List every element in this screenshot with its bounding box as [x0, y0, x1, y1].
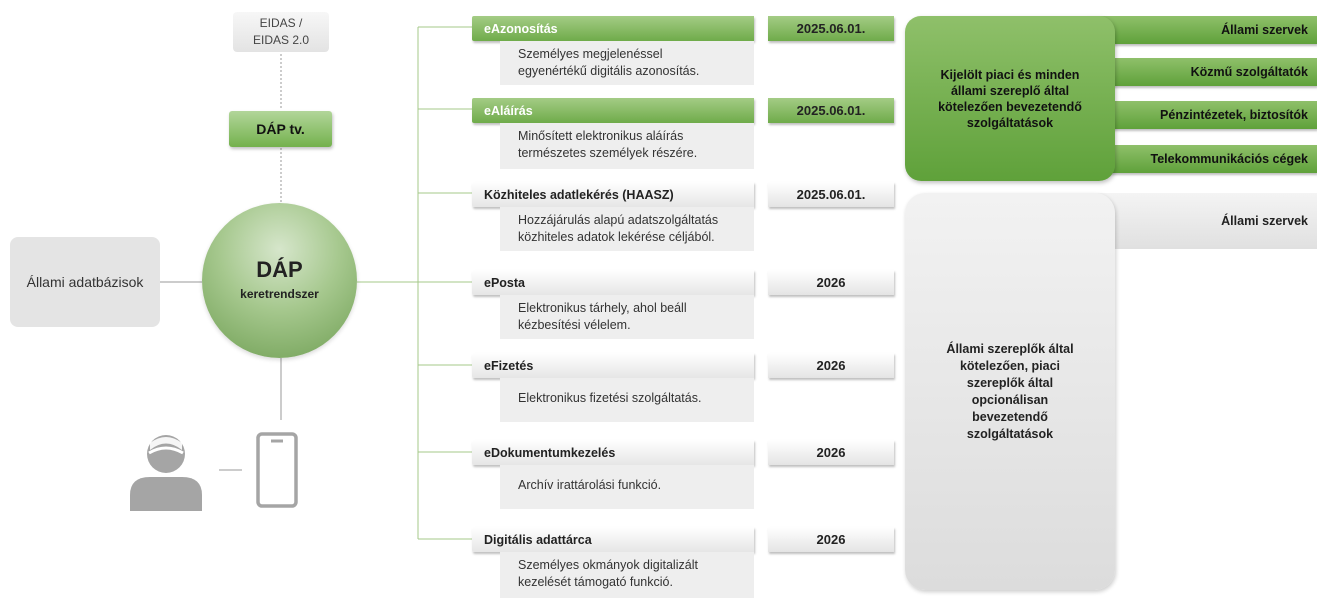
dap-law-box: DÁP tv. — [229, 111, 332, 147]
service-description: Személyes megjelenéssel egyenértékű digi… — [500, 41, 754, 85]
optional-services-box: Állami szereplők által kötelezően, piaci… — [905, 193, 1115, 590]
tag-allami-szervek-green: Állami szervek — [1085, 16, 1317, 44]
tag-allami-szervek-grey: Állami szervek — [1085, 193, 1317, 249]
service-date: 2026 — [768, 440, 894, 465]
service-description: Elektronikus fizetési szolgáltatás. — [500, 378, 754, 422]
service-title: ePosta — [472, 270, 754, 295]
service-title: eAláírás — [472, 98, 754, 123]
service-date: 2026 — [768, 527, 894, 552]
service-date: 2026 — [768, 353, 894, 378]
service-date: 2026 — [768, 270, 894, 295]
service-description: Személyes okmányok digitalizált kezelésé… — [500, 552, 754, 598]
dap-framework-circle: DÁP keretrendszer — [202, 203, 357, 358]
person-icon — [130, 435, 202, 511]
service-title: eAzonosítás — [472, 16, 754, 41]
service-date: 2025.06.01. — [768, 182, 894, 207]
service-date: 2025.06.01. — [768, 98, 894, 123]
state-database-box: Állami adatbázisok — [10, 237, 160, 327]
service-description: Elektronikus tárhely, ahol beáll kézbesí… — [500, 295, 754, 339]
mandatory-services-box: Kijelölt piaci és minden állami szereplő… — [905, 16, 1115, 181]
service-title: eDokumentumkezelés — [472, 440, 754, 465]
service-date: 2025.06.01. — [768, 16, 894, 41]
tag-telekommunikacios-cegek: Telekommunikációs cégek — [1085, 145, 1317, 173]
service-description: Archív irattárolási funkció. — [500, 465, 754, 509]
service-title: Közhiteles adatlekérés (HAASZ) — [472, 182, 754, 207]
eidas-box: EIDAS / EIDAS 2.0 — [233, 12, 329, 52]
service-description: Hozzájárulás alapú adatszolgáltatás közh… — [500, 207, 754, 251]
tag-penzintezetek: Pénzintézetek, biztosítók — [1085, 101, 1317, 129]
dap-subtitle: keretrendszer — [240, 286, 319, 301]
tag-kozmu-szolgaltatok: Közmű szolgáltatók — [1085, 58, 1317, 86]
dap-title: DÁP — [256, 256, 303, 282]
service-description: Minősített elektronikus aláírás természe… — [500, 123, 754, 169]
service-title: eFizetés — [472, 353, 754, 378]
smartphone-icon — [256, 432, 298, 508]
service-title: Digitális adattárca — [472, 527, 754, 552]
